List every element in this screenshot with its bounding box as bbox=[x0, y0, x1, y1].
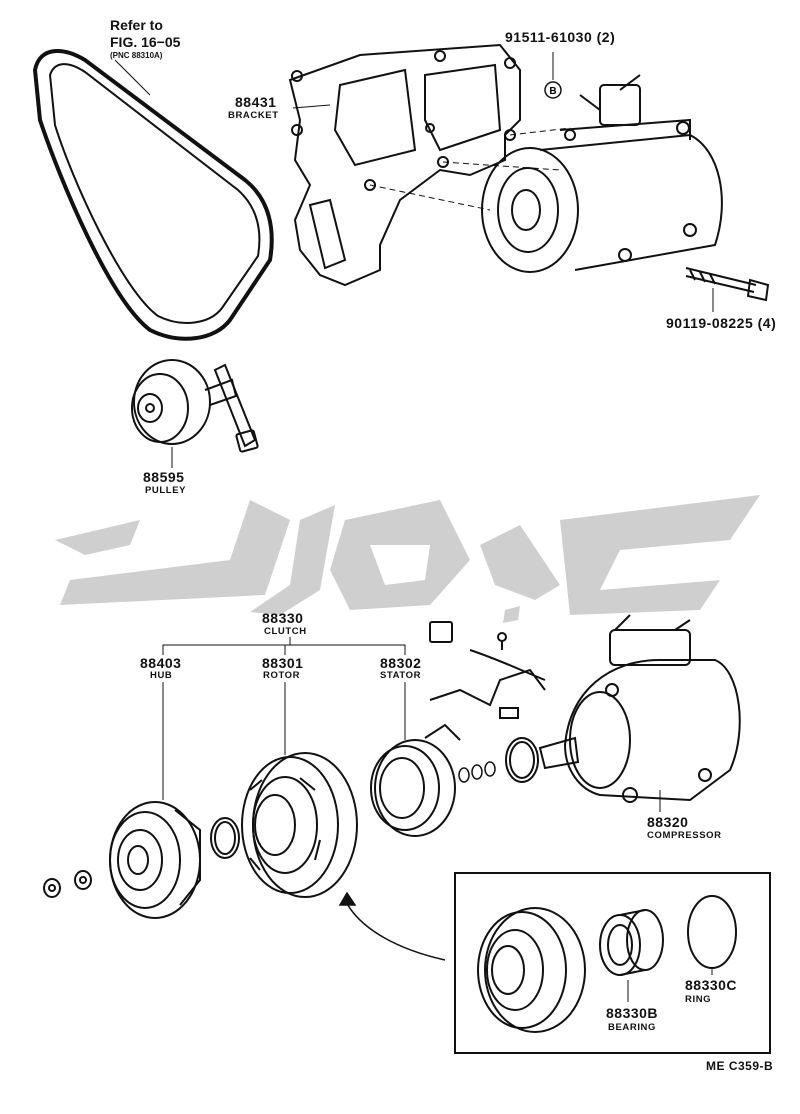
watermark-logo bbox=[55, 495, 760, 623]
rotor bbox=[241, 752, 358, 898]
bearing-number: 88330B bbox=[606, 1005, 659, 1021]
ref-note-line3: (PNC 88310A) bbox=[110, 51, 163, 60]
compressor-top bbox=[481, 74, 723, 273]
clutch-grouping-lines bbox=[162, 637, 406, 800]
nut-washer bbox=[43, 870, 92, 898]
compressor-name: COMPRESSOR bbox=[647, 830, 722, 841]
stator-name: STATOR bbox=[380, 670, 422, 681]
pulley-name: PULLEY bbox=[145, 485, 187, 496]
bearing-name: BEARING bbox=[608, 1022, 657, 1033]
snap-ring-small bbox=[210, 817, 240, 859]
detail-inset-box bbox=[454, 872, 771, 1054]
drive-belt bbox=[32, 49, 274, 341]
bracket bbox=[288, 43, 521, 287]
ring-number: 88330C bbox=[685, 977, 738, 993]
bolt-side-number: 90119-08225 (4) bbox=[666, 315, 777, 331]
hub bbox=[109, 801, 201, 919]
rotor-number: 88301 bbox=[262, 655, 304, 671]
stator bbox=[370, 621, 546, 837]
stator-number: 88302 bbox=[380, 655, 422, 671]
pulley-number: 88595 bbox=[143, 469, 185, 485]
clutch-name: CLUTCH bbox=[264, 626, 307, 637]
compressor-number: 88320 bbox=[647, 814, 689, 830]
bolt-top-number: 91511-61030 (2) bbox=[505, 29, 616, 45]
rotor-detail bbox=[477, 907, 586, 1033]
clutch-number: 88330 bbox=[262, 610, 304, 626]
ref-note-line2: FIG. 16−05 bbox=[110, 34, 181, 50]
hub-number: 88403 bbox=[140, 655, 182, 671]
bearing-part bbox=[599, 909, 664, 976]
diagram-code: ME C359-B bbox=[706, 1059, 774, 1073]
ref-note-line1: Refer to bbox=[110, 17, 163, 33]
idler-pulley bbox=[131, 359, 259, 453]
snap-ring bbox=[505, 737, 539, 783]
bracket-number: 88431 bbox=[235, 94, 277, 110]
b-marker-text: B bbox=[549, 86, 556, 97]
bolt-side bbox=[685, 267, 770, 302]
screw-icon bbox=[497, 632, 507, 650]
b-marker-icon bbox=[544, 81, 562, 99]
ring-part bbox=[687, 895, 737, 969]
ring-name: RING bbox=[685, 994, 712, 1005]
bracket-name: BRACKET bbox=[228, 110, 279, 121]
arrow-icon bbox=[338, 891, 446, 961]
shims bbox=[458, 761, 496, 783]
hub-name: HUB bbox=[150, 670, 173, 681]
rotor-name: ROTOR bbox=[263, 670, 301, 681]
compressor-bottom bbox=[538, 614, 741, 803]
